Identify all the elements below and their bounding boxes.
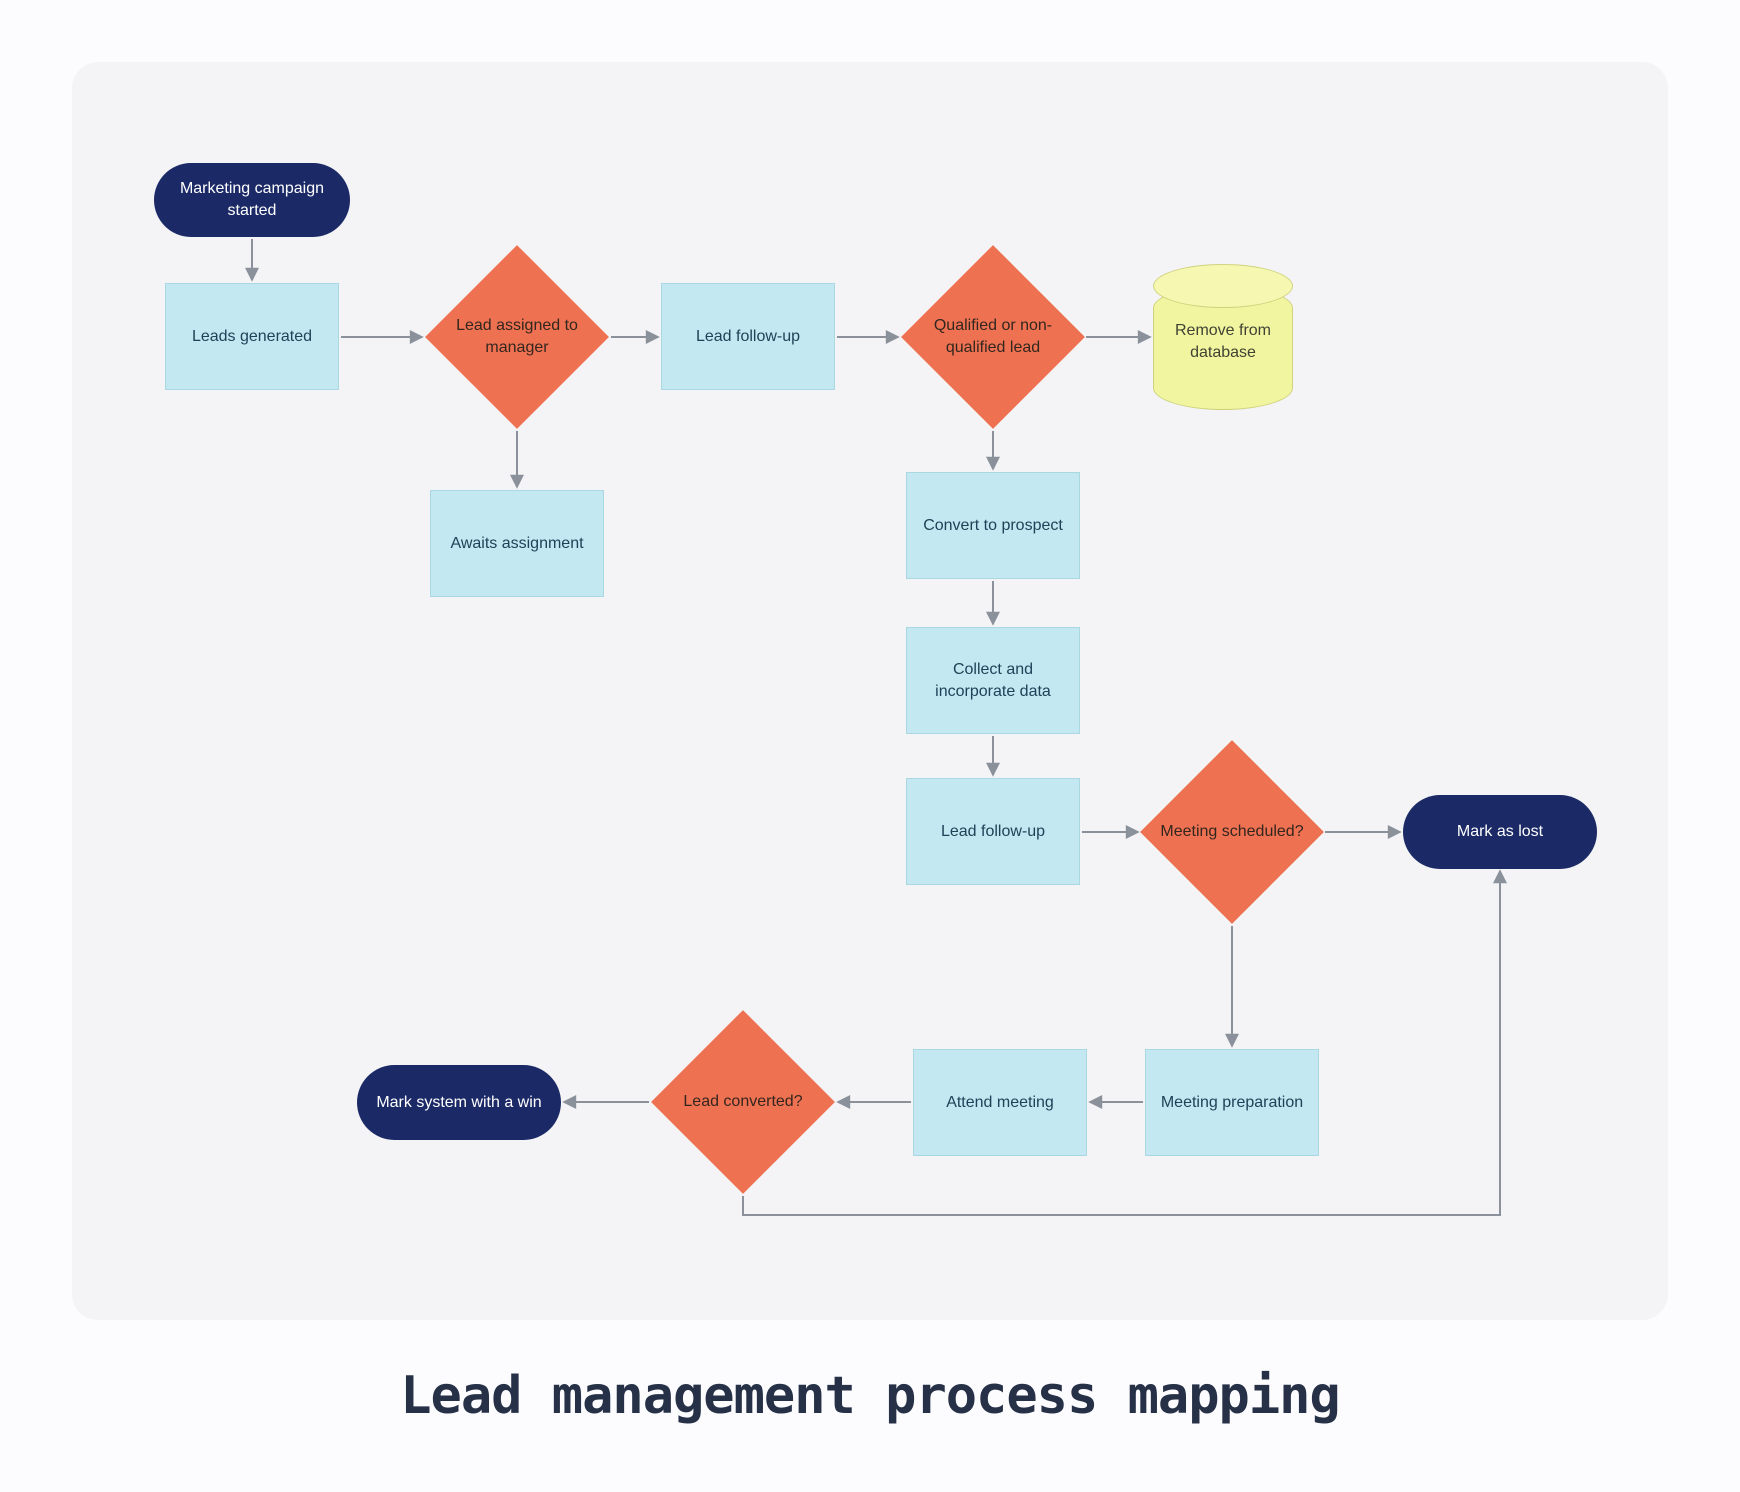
node-meeting-preparation: Meeting preparation <box>1145 1049 1319 1156</box>
node-mark-system-with-a-win-label: Mark system with a win <box>376 1093 542 1111</box>
node-remove-from-database-label: Remove from database <box>1174 322 1272 361</box>
node-meeting-scheduled: Meeting scheduled? <box>1140 740 1324 924</box>
node-lead-converted-label: Lead converted? <box>683 1093 803 1111</box>
node-lead-follow-up-1: Lead follow-up <box>661 283 835 390</box>
database-cylinder-lid <box>1153 264 1293 308</box>
database-cylinder-body <box>1153 286 1293 410</box>
node-lead-assigned-to-manager-label: Lead assigned to manager <box>456 317 578 356</box>
node-qualified-or-non-qualified-lead: Qualified or non-qualified lead <box>901 245 1085 429</box>
node-marketing-campaign-started-label: Marketing campaign started <box>179 180 325 219</box>
node-lead-converted: Lead converted? <box>651 1010 835 1194</box>
node-attend-meeting: Attend meeting <box>913 1049 1087 1156</box>
node-mark-system-with-a-win: Mark system with a win <box>357 1065 561 1140</box>
node-mark-as-lost: Mark as lost <box>1403 795 1597 869</box>
node-awaits-assignment: Awaits assignment <box>430 490 604 597</box>
node-convert-to-prospect-label: Convert to prospect <box>923 516 1063 534</box>
flowchart-canvas <box>72 62 1668 1320</box>
node-lead-assigned-to-manager: Lead assigned to manager <box>425 245 609 429</box>
node-collect-and-incorporate-data-label: Collect and incorporate data <box>935 660 1051 700</box>
node-convert-to-prospect: Convert to prospect <box>906 472 1080 579</box>
node-awaits-assignment-label: Awaits assignment <box>450 534 584 552</box>
node-remove-from-database: Remove from database <box>1153 264 1293 410</box>
node-meeting-preparation-label: Meeting preparation <box>1160 1093 1304 1111</box>
node-attend-meeting-label: Attend meeting <box>946 1093 1054 1111</box>
node-mark-as-lost-label: Mark as lost <box>1456 823 1544 841</box>
node-lead-follow-up-1-label: Lead follow-up <box>695 327 801 345</box>
diagram-title: Lead management process mapping <box>400 1366 1341 1426</box>
node-collect-and-incorporate-data: Collect and incorporate data <box>906 627 1080 734</box>
node-leads-generated: Leads generated <box>165 283 339 390</box>
node-lead-follow-up-2-label: Lead follow-up <box>940 822 1046 840</box>
node-meeting-scheduled-label: Meeting scheduled? <box>1160 823 1304 841</box>
node-marketing-campaign-started: Marketing campaign started <box>154 163 350 237</box>
node-leads-generated-label: Leads generated <box>191 327 313 345</box>
node-qualified-or-non-qualified-lead-label: Qualified or non-qualified lead <box>933 317 1053 356</box>
node-lead-follow-up-2: Lead follow-up <box>906 778 1080 885</box>
